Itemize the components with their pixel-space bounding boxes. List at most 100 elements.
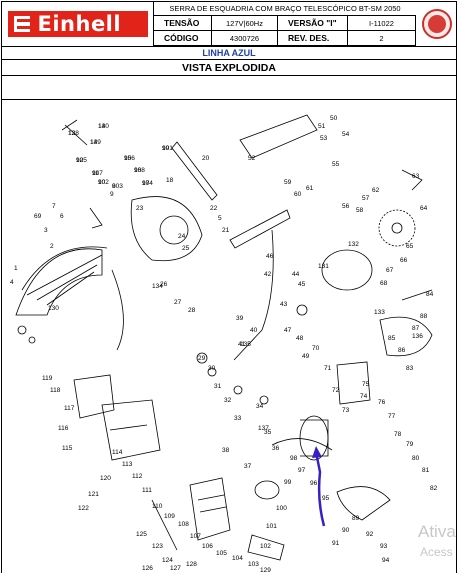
logo-cell: Einhell — [2, 2, 154, 46]
part-callout-31: 31 — [214, 383, 222, 390]
product-line: LINHA AZUL — [1, 47, 457, 60]
view-title: VISTA EXPLODIDA — [1, 60, 457, 76]
part-callout-14: 14 — [90, 139, 98, 146]
part-callout-69: 69 — [34, 213, 42, 220]
part-callout-99: 99 — [284, 479, 292, 486]
versao-value: I-11022 — [348, 16, 416, 31]
part-callout-115: 115 — [62, 445, 73, 452]
part-callout-23: 23 — [136, 205, 144, 212]
part-callout-98: 98 — [290, 455, 298, 462]
part-callout-906: 906 — [124, 155, 135, 162]
part-callout-83: 83 — [406, 365, 414, 372]
part-callout-122: 122 — [78, 505, 89, 512]
part-callout-134: 134 — [152, 283, 163, 290]
part-callout-84: 84 — [426, 291, 434, 298]
part-callout-37: 37 — [244, 463, 252, 470]
part-callout-128: 128 — [186, 561, 197, 568]
part-callout-109: 109 — [164, 513, 175, 520]
part-callout-64: 64 — [420, 205, 428, 212]
part-callout-96: 96 — [310, 480, 318, 487]
part-callout-119: 119 — [42, 375, 53, 382]
part-callout-44: 44 — [292, 271, 300, 278]
part-callout-61: 61 — [306, 185, 314, 192]
part-callout-13: 13 — [98, 123, 106, 130]
part-callout-43: 43 — [280, 301, 288, 308]
part-callout-117: 117 — [64, 405, 75, 412]
part-callout-74: 74 — [360, 393, 368, 400]
motor-cover-shape — [321, 249, 373, 291]
part-callout-75: 75 — [362, 381, 370, 388]
part-callout-77: 77 — [388, 413, 396, 420]
handle-arm-shape — [171, 141, 218, 201]
revdes-value: 2 — [348, 31, 416, 46]
activation-watermark-sub: Acess — [420, 545, 453, 559]
part-callout-62: 62 — [372, 187, 380, 194]
part-callout-71: 71 — [324, 365, 332, 372]
part-callout-2: 2 — [50, 243, 54, 250]
part-callout-33: 33 — [234, 415, 242, 422]
part-callout-59: 59 — [284, 179, 292, 186]
part-callout-7: 7 — [52, 203, 56, 210]
part-callout-30: 30 — [208, 365, 216, 372]
part-callout-100: 100 — [276, 505, 287, 512]
part-callout-93: 93 — [380, 543, 388, 550]
spec-grid: TENSÃO 127V|60Hz VERSÃO "I" I-11022 CÓDI… — [154, 16, 416, 46]
part-callout-47: 47 — [284, 327, 292, 334]
part-callout-1: 1 — [14, 265, 18, 272]
part-callout-85: 85 — [388, 335, 396, 342]
part-callout-138: 138 — [68, 130, 79, 137]
blank-row — [1, 76, 457, 100]
part-callout-11: 11 — [92, 170, 99, 177]
part-callout-78: 78 — [394, 431, 402, 438]
part-callout-108: 108 — [178, 521, 189, 528]
part-callout-125: 125 — [136, 531, 147, 538]
part-callout-132: 132 — [348, 241, 359, 248]
part-callout-10: 10 — [98, 179, 106, 186]
part-callout-79: 79 — [406, 441, 414, 448]
part-callout-94: 94 — [382, 557, 390, 564]
fence-shape — [15, 248, 103, 316]
part-callout-32: 32 — [224, 397, 232, 404]
part-callout-131: 131 — [318, 263, 329, 270]
part-callout-24: 24 — [178, 233, 186, 240]
part-callout-113: 113 — [122, 461, 133, 468]
part-callout-127: 127 — [170, 565, 181, 572]
seal-cell — [416, 2, 457, 46]
codigo-label: CÓDIGO — [154, 31, 212, 46]
part-callout-65: 65 — [406, 243, 414, 250]
part-callout-9: 9 — [110, 191, 114, 198]
part-callout-902: 902 — [98, 179, 109, 186]
part-callout-63: 63 — [412, 173, 420, 180]
brand-name: Einhell — [37, 12, 122, 36]
part-callout-107: 107 — [190, 533, 201, 540]
part-callout-16: 16 — [134, 167, 142, 174]
part-callout-17: 17 — [142, 180, 150, 187]
part-callout-27: 27 — [174, 299, 182, 306]
upper-guard-shape — [130, 196, 203, 262]
part-callout-3: 3 — [44, 227, 48, 234]
part-callout-5: 5 — [218, 215, 222, 222]
part-callout-135: 135 — [240, 341, 251, 348]
part-callout-104: 104 — [232, 555, 243, 562]
part-callout-26: 26 — [160, 281, 168, 288]
part-callout-116: 116 — [58, 425, 69, 432]
part-callout-90: 90 — [342, 527, 350, 534]
part-callout-15: 15 — [124, 155, 132, 162]
brand-mark-icon — [12, 14, 32, 34]
annotation-arrow — [314, 451, 326, 527]
part-callout-88: 88 — [420, 313, 428, 320]
part-callout-68: 68 — [380, 280, 388, 287]
part-callout-905: 905 — [76, 157, 87, 164]
part-callout-120: 120 — [100, 475, 111, 482]
part-callout-70: 70 — [312, 345, 320, 352]
part-callout-903: 903 — [112, 183, 123, 190]
part-callout-29: 29 — [198, 355, 206, 362]
part-callout-67: 67 — [386, 267, 394, 274]
part-callout-110: 110 — [152, 503, 163, 510]
part-callout-130: 130 — [48, 305, 59, 312]
part-callout-4: 4 — [10, 279, 14, 286]
activation-watermark: Ativa — [418, 522, 456, 541]
part-callout-38: 38 — [222, 447, 230, 454]
